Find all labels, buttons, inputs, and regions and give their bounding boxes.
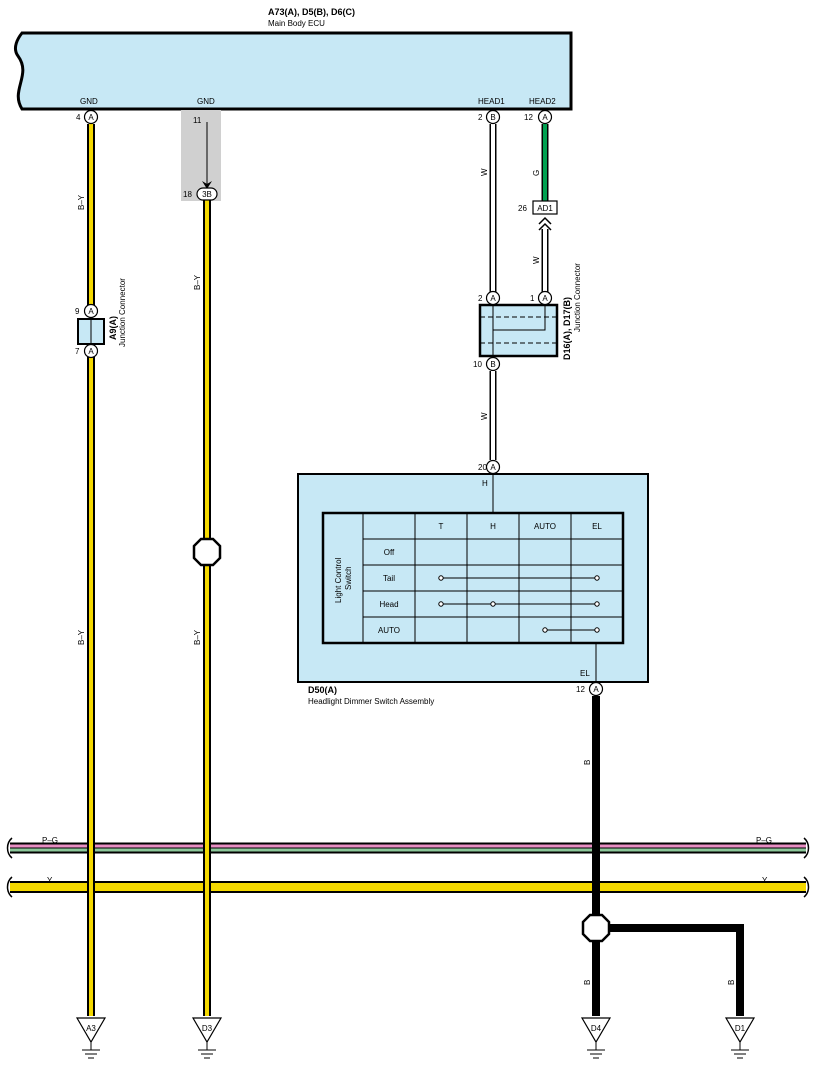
switch-col-t: T [439, 522, 444, 531]
ecu-name: Main Body ECU [268, 19, 325, 28]
bus-pg-label-left: P–G [42, 836, 58, 845]
head2-pin-number: 12 [524, 113, 533, 122]
a9-top-pin-number: 9 [75, 307, 80, 316]
switch-table-title: Light Control [334, 557, 343, 603]
d50-bottom-pin-circle [588, 681, 604, 697]
d50-name: Headlight Dimmer Switch Assembly [308, 697, 434, 706]
switch-row-head: Head [379, 600, 398, 609]
d16-junction-connector [478, 290, 559, 372]
switch-row-off: Off [384, 548, 395, 557]
switch-row-auto: AUTO [378, 626, 400, 635]
d16-bottom-pin-number: 10 [473, 360, 482, 369]
d16-top-left-pin-conn: A [490, 294, 496, 303]
switch-col-auto: AUTO [534, 522, 556, 531]
ground-d3-label: D3 [202, 1024, 213, 1033]
ad1-box [532, 200, 558, 215]
gnd2-wire-color-top: B–Y [193, 274, 202, 290]
gnd2-splice-point [192, 537, 222, 567]
ground-d1 [724, 1017, 756, 1059]
d16-bottom-pin-conn: B [490, 360, 495, 369]
d16-top-right-pin-conn: A [542, 294, 548, 303]
d50-bottom-pin-conn: A [593, 685, 599, 694]
switch-col-h: H [490, 522, 496, 531]
d16-name: Junction Connector [573, 263, 582, 332]
a9-junction-connector [77, 303, 105, 359]
ecu-box [14, 31, 573, 111]
bus-y-label-left: Y [47, 876, 53, 885]
gnd1-pin-number: 4 [76, 113, 81, 122]
gnd1-wire-color-top: B–Y [77, 194, 86, 210]
bus-pg-label-right: P–G [756, 836, 772, 845]
d50-bottom-pin-number: 12 [576, 685, 585, 694]
head2-pin-conn: A [542, 113, 548, 122]
ecu-pin-label-gnd2: GND [197, 97, 215, 106]
ecu-pin-label-head2: HEAD2 [529, 97, 556, 106]
a9-name: Junction Connector [118, 278, 127, 347]
head2-pin-circle [537, 109, 553, 125]
ground-d3 [191, 1017, 223, 1059]
d1-wire-color: B [727, 980, 736, 985]
bus-y-label-right: Y [762, 876, 768, 885]
ad1-conn: AD1 [537, 204, 553, 213]
d50-bottom-pin-label: EL [580, 669, 590, 678]
ecu-id: A73(A), D5(B), D6(C) [268, 7, 355, 17]
shaded-splice-area [181, 110, 221, 201]
switch-col-el: EL [592, 522, 602, 531]
light-control-switch-table [321, 511, 625, 645]
bus-y-wire [6, 876, 810, 898]
head1-pin-circle [485, 109, 501, 125]
head1-pin-conn: B [490, 113, 495, 122]
head1-wire-color: W [480, 168, 489, 176]
pin-3b-number: 18 [183, 190, 192, 199]
head2-wire-color: G [532, 170, 541, 176]
gnd2-wire-color-low: B–Y [193, 629, 202, 645]
d50-id: D50(A) [308, 685, 337, 695]
el-splice-point [581, 913, 611, 943]
a9-bottom-pin-conn: A [88, 347, 94, 356]
gnd1-pin-conn: A [88, 113, 94, 122]
d4-wire-color: B [583, 980, 592, 985]
ground-d4 [580, 1017, 612, 1059]
a9-top-pin-conn: A [88, 307, 94, 316]
d16-to-d50-wire-color: W [480, 412, 489, 420]
d16-top-right-pin-number: 1 [530, 294, 535, 303]
d16-id: D16(A), D17(B) [562, 297, 572, 360]
d50-top-pin-conn: A [490, 463, 496, 472]
ground-a3-label: A3 [86, 1024, 96, 1033]
d50-top-pin-number: 20 [478, 463, 487, 472]
ground-d1-label: D1 [735, 1024, 746, 1033]
ecu-pin-label-gnd1: GND [80, 97, 98, 106]
d50-top-pin-circle [485, 459, 501, 475]
pin-3b-conn: 3B [202, 190, 212, 199]
bus-pg-wire [6, 837, 810, 859]
el-wire-color: B [583, 760, 592, 765]
gnd1-pin-circle [83, 109, 99, 125]
switch-row-tail: Tail [383, 574, 395, 583]
ecu-pin-label-head1: HEAD1 [478, 97, 505, 106]
ground-d4-label: D4 [591, 1024, 602, 1033]
main-body-ecu: A73(A), D5(B), D6(C) Main Body ECU GND G… [14, 7, 573, 111]
d50-top-pin-label: H [482, 479, 488, 488]
continuity-auto [542, 627, 600, 633]
d1-wire [609, 924, 744, 1016]
ground-a3 [75, 1017, 107, 1059]
gnd1-wire-color-low: B–Y [77, 629, 86, 645]
ad1-to-d16-wire-color: W [532, 256, 541, 264]
a9-bottom-pin-number: 7 [75, 347, 80, 356]
gnd2-pin-number: 11 [193, 116, 202, 125]
pin-3b-oval [196, 187, 218, 201]
gnd2-arrow [202, 181, 212, 189]
switch-table-title-2: Switch [344, 566, 353, 590]
ad1-pin-number: 26 [518, 204, 527, 213]
continuity-head [438, 601, 600, 607]
ad1-arrow [538, 216, 552, 231]
d16-top-left-pin-number: 2 [478, 294, 483, 303]
a9-id: A9(A) [108, 316, 118, 340]
head1-pin-number: 2 [478, 113, 483, 122]
continuity-tail [438, 575, 600, 581]
